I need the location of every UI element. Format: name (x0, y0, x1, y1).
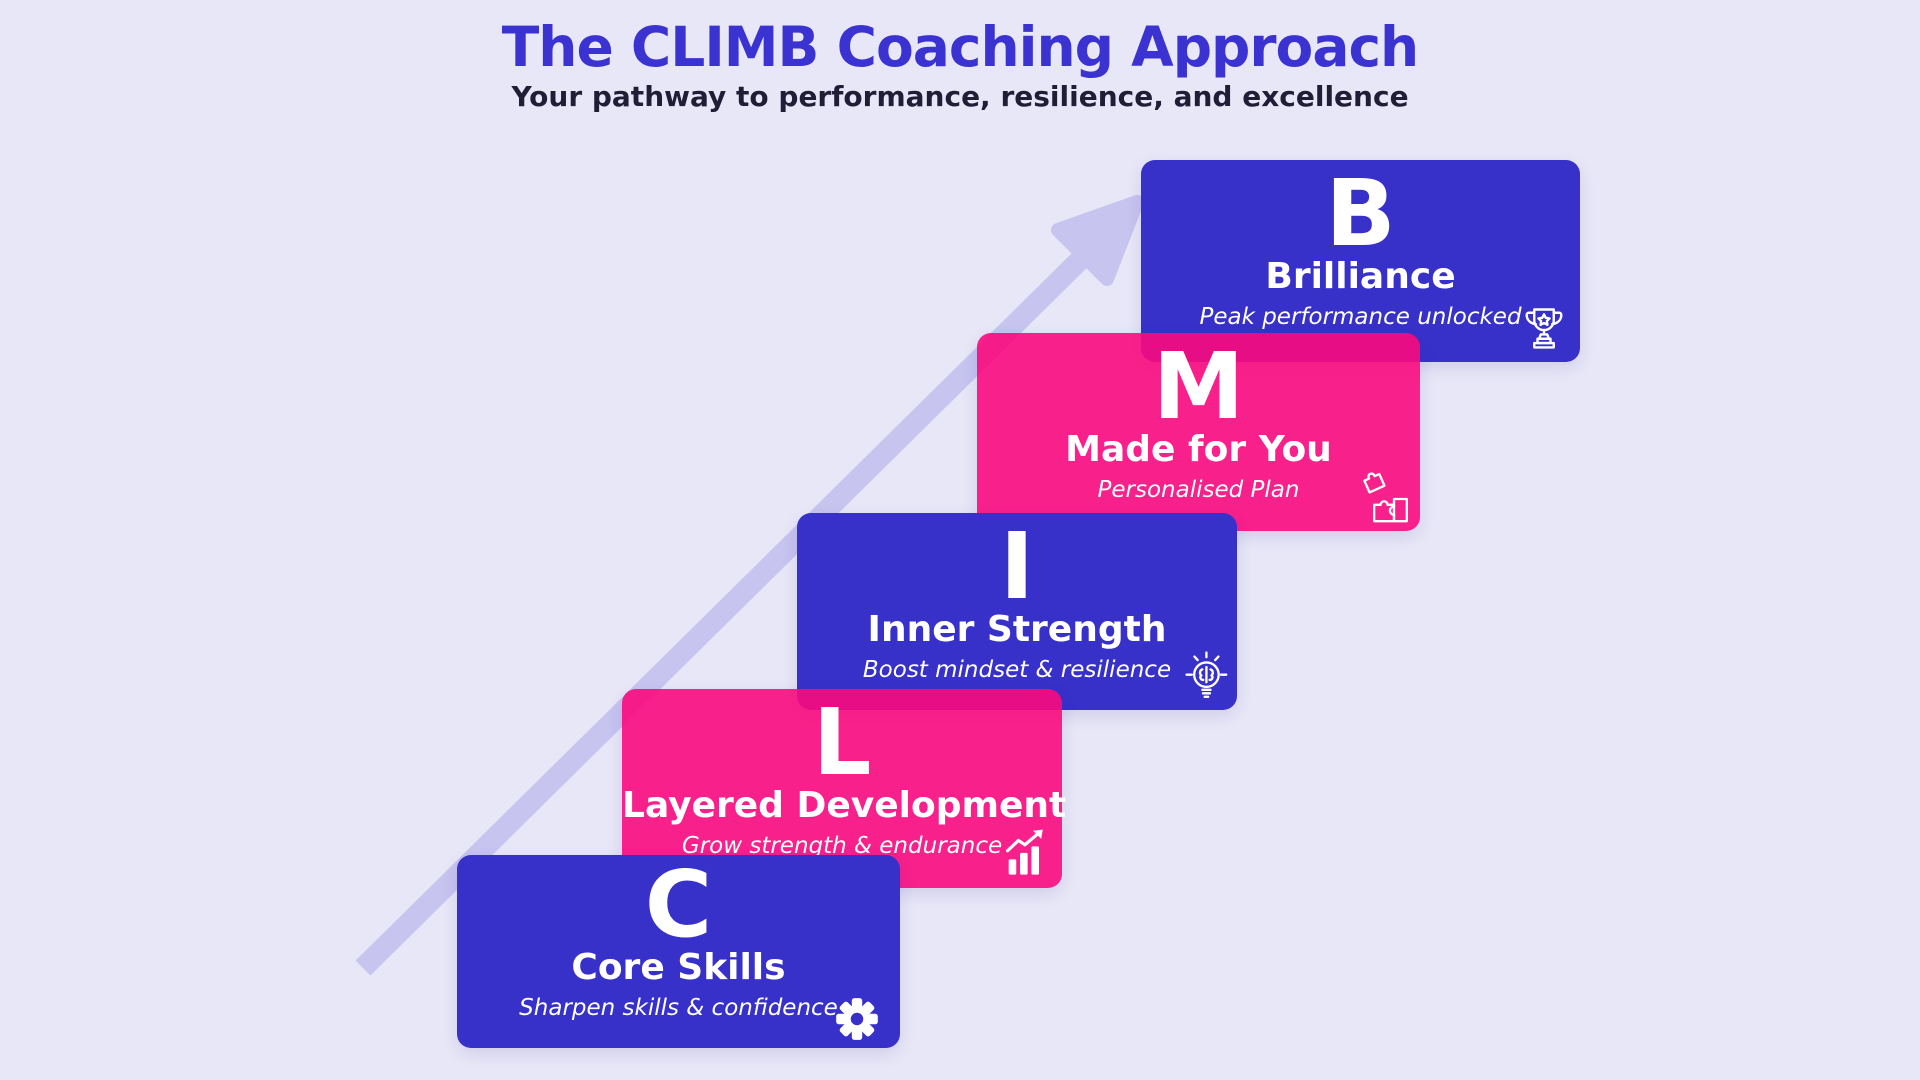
step-title-brilliance: Brilliance (1265, 256, 1456, 298)
step-letter-i: I (999, 513, 1035, 620)
puzzle-icon (1363, 472, 1408, 523)
step-title-layered-development: Layered Development (622, 785, 1067, 827)
header: The CLIMB Coaching Approach Your pathway… (0, 0, 1920, 114)
page-title: The CLIMB Coaching Approach (501, 15, 1419, 79)
step-subtitle-layered-development: Grow strength & endurance (681, 833, 1003, 860)
step-title-made-for-you: Made for You (1065, 429, 1332, 471)
step-card-inner-strength: I Inner Strength Boost mindset & resilie… (797, 513, 1237, 710)
gear-icon (836, 998, 878, 1040)
trophy-icon (1525, 308, 1563, 349)
page-subtitle: Your pathway to performance, resilience,… (511, 80, 1409, 114)
step-card-core-skills: C Core Skills Sharpen skills & confidenc… (457, 855, 900, 1048)
step-title-core-skills: Core Skills (571, 947, 786, 989)
step-letter-c: C (644, 851, 713, 958)
growth-chart-icon (1005, 829, 1043, 875)
step-letter-l: L (812, 689, 872, 796)
step-card-layered-development: L Layered Development Grow strength & en… (622, 689, 1067, 888)
step-subtitle-made-for-you: Personalised Plan (1097, 477, 1300, 504)
step-title-inner-strength: Inner Strength (867, 609, 1167, 651)
step-card-made-for-you: M Made for You Personalised Plan (977, 333, 1420, 531)
step-subtitle-core-skills: Sharpen skills & confidence (519, 995, 838, 1022)
step-letter-m: M (1152, 333, 1245, 440)
step-subtitle-inner-strength: Boost mindset & resilience (862, 657, 1172, 684)
step-letter-b: B (1325, 160, 1396, 267)
lightbulb-brain-icon (1185, 651, 1228, 698)
step-subtitle-brilliance: Peak performance unlocked (1199, 304, 1522, 331)
step-card-brilliance: B Brilliance Peak performance unlocked (1141, 160, 1580, 362)
